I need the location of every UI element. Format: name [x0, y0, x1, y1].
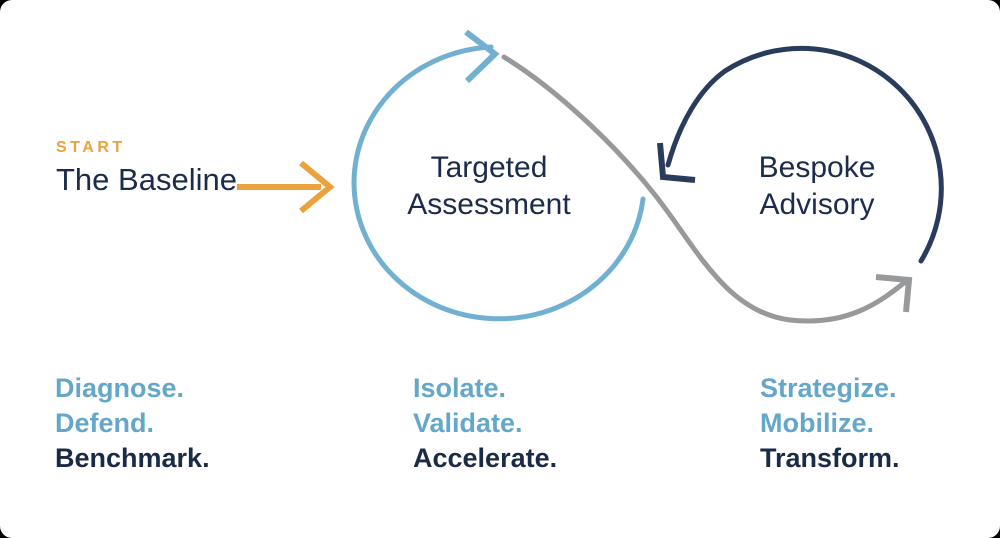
keyword: Diagnose. [55, 373, 185, 403]
keyword-column-baseline: Diagnose. Defend. Benchmark. [55, 371, 210, 476]
keyword: Strategize. [760, 373, 897, 403]
right-loop-label: Bespoke Advisory [667, 149, 967, 223]
baseline-label: The Baseline [56, 162, 237, 197]
left-loop-label-line2: Assessment [407, 188, 571, 221]
start-block: START The Baseline [56, 139, 237, 198]
keyword-emphasis: Transform. [760, 443, 900, 473]
gray-connector-arc [501, 54, 908, 324]
right-loop-label-line1: Bespoke [758, 151, 876, 184]
keyword: Mobilize. [760, 408, 874, 438]
navy-loop-arc [665, 45, 944, 264]
orange-arrowhead-icon [299, 160, 335, 214]
keyword: Isolate. [413, 373, 507, 403]
gray-arrowhead-icon [875, 274, 913, 313]
keyword-column-advisory: Strategize. Mobilize. Transform. [760, 371, 900, 476]
left-loop-label: Targeted Assessment [339, 149, 639, 223]
keyword: Defend. [55, 408, 155, 438]
keyword-column-assessment: Isolate. Validate. Accelerate. [413, 371, 557, 476]
navy-arrowhead-icon [657, 142, 696, 183]
blue-arrowhead-icon [464, 29, 500, 84]
keyword-emphasis: Benchmark. [55, 443, 210, 473]
keyword-emphasis: Accelerate. [413, 443, 558, 473]
start-label: START [56, 139, 126, 156]
right-loop-label-line2: Advisory [759, 188, 875, 221]
keyword: Validate. [413, 408, 523, 438]
left-loop-label-line1: Targeted [430, 151, 548, 184]
blue-loop-arc [351, 44, 646, 322]
